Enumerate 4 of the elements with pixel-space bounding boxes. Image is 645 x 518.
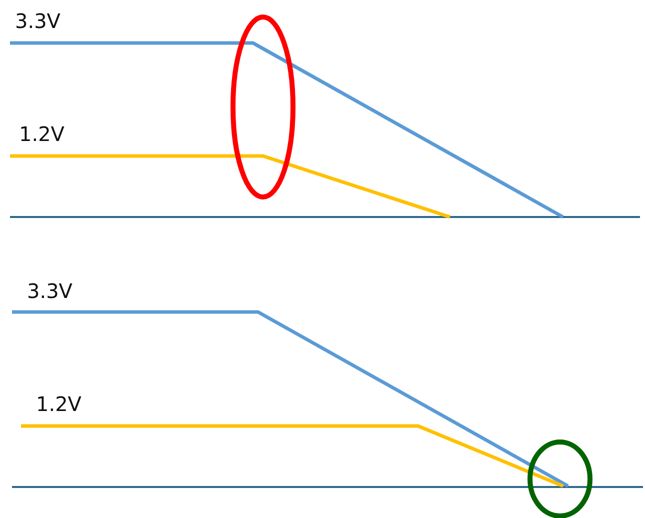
voltage-label: 3.3V bbox=[15, 11, 60, 31]
voltage-label: 1.2V bbox=[36, 394, 82, 414]
voltage-label: 3.3V bbox=[27, 281, 72, 301]
voltage-label: 1.2V bbox=[19, 124, 64, 144]
